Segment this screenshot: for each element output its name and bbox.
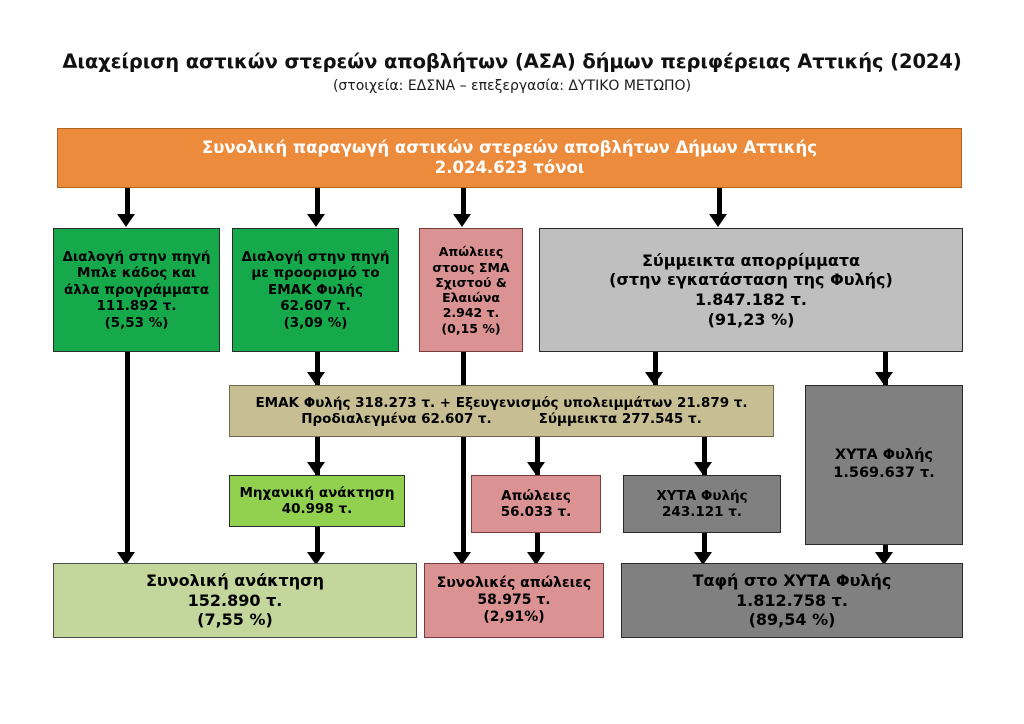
node-total-production[interactable]: Συνολική παραγωγή αστικών στερεών αποβλή…	[57, 128, 962, 188]
node-losses-plant-line-2: 56.033 τ.	[500, 504, 572, 520]
node-losses-sma-line-4: Ελαιώνα	[442, 290, 500, 305]
node-emak-plant[interactable]: ΕΜΑΚ Φυλής 318.273 τ. + Εξευγενισμός υπο…	[229, 385, 774, 437]
arrowhead-source-emak-to-plant	[307, 372, 325, 385]
node-total-landfilled-line-1: Ταφή στο ΧΥΤΑ Φυλής	[692, 571, 892, 591]
connector-orange-to-losses-sma	[461, 188, 466, 218]
node-emak-plant-line-1: ΕΜΑΚ Φυλής 318.273 τ. + Εξευγενισμός υπο…	[255, 394, 748, 411]
arrowhead-orange-to-losses-sma	[453, 214, 471, 227]
node-total-recovery-line-2: 152.890 τ.	[187, 590, 283, 610]
connector-orange-to-source-emak	[315, 188, 320, 218]
node-mixed-waste-line-1: Σύμμεικτα απορρίμματα	[641, 250, 861, 270]
node-source-emak-line-3: ΕΜΑΚ Φυλής	[267, 281, 363, 298]
node-landfill-main[interactable]: ΧΥΤΑ Φυλής 1.569.637 τ.	[805, 385, 963, 545]
arrowhead-losses-plant-to-total-losses	[527, 552, 545, 565]
node-total-production-line-1: Συνολική παραγωγή αστικών στερεών αποβλή…	[201, 137, 818, 157]
node-landfill-main-line-2: 1.569.637 τ.	[833, 465, 935, 481]
connector-orange-to-blue-bin	[125, 188, 130, 218]
node-total-losses-line-3: (2,91%)	[483, 609, 545, 626]
arrowhead-landfill-main-to-total-landfilled	[875, 552, 893, 565]
node-total-landfilled-line-2: 1.812.758 τ.	[736, 590, 848, 610]
connector-mechanical-recovery-to-total-recovery	[315, 527, 320, 558]
arrowhead-mechanical-recovery-to-total-recovery	[307, 552, 325, 565]
arrowhead-orange-to-mixed-waste	[709, 214, 727, 227]
node-losses-plant-line-1: Απώλειες	[501, 487, 571, 504]
node-mixed-waste-line-3: 1.847.182 τ.	[695, 290, 807, 309]
arrowhead-plant-to-mechanical-recovery	[307, 462, 325, 475]
node-landfill-main-line-1: ΧΥΤΑ Φυλής	[834, 447, 934, 464]
node-total-losses[interactable]: Συνολικές απώλειες 58.975 τ. (2,91%)	[424, 563, 604, 638]
node-blue-bin-line-4: 111.892 τ.	[96, 298, 177, 315]
node-landfill-plant-line-1: ΧΥΤΑ Φυλής	[656, 487, 748, 504]
connector-mixed-waste-to-landfill-main	[883, 352, 888, 385]
node-total-recovery-line-3: (7,55 %)	[197, 610, 273, 630]
connector-mixed-waste-to-plant	[653, 352, 658, 385]
node-blue-bin-line-2: Μπλε κάδος και	[76, 265, 197, 282]
connector-losses-plant-to-total-losses	[535, 533, 540, 558]
page-subtitle: (στοιχεία: ΕΔΣΝΑ – επεξεργασία: ΔΥΤΙΚΟ Μ…	[332, 78, 692, 94]
node-mixed-waste[interactable]: Σύμμεικτα απορρίμματα (στην εγκατάσταση …	[539, 228, 963, 352]
node-mixed-waste-line-4: (91,23 %)	[707, 309, 795, 329]
node-mechanical-recovery-line-2: 40.998 τ.	[281, 501, 353, 517]
connector-losses-sma-to-total-losses	[461, 352, 466, 558]
node-losses-plant[interactable]: Απώλειες 56.033 τ.	[471, 475, 601, 533]
node-losses-sma-line-2: στους ΣΜΑ	[432, 259, 510, 275]
node-blue-bin-line-3: άλλα προγράμματα	[63, 281, 210, 298]
arrowhead-blue-bin-to-total-recovery	[117, 552, 135, 565]
node-source-emak-line-2: με προορισμό το	[251, 265, 380, 282]
node-total-landfilled-line-3: (89,54 %)	[748, 610, 836, 630]
arrowhead-losses-sma-to-total-losses	[453, 552, 471, 565]
node-total-recovery-line-1: Συνολική ανάκτηση	[145, 571, 324, 591]
node-blue-bin-line-1: Διαλογή στην πηγή	[62, 248, 211, 265]
connector-plant-to-mechanical-recovery	[315, 437, 320, 475]
node-total-losses-line-2: 58.975 τ.	[477, 591, 551, 608]
node-losses-sma-line-6: (0,15 %)	[441, 320, 501, 336]
node-source-separation-emak[interactable]: Διαλογή στην πηγή με προορισμό το ΕΜΑΚ Φ…	[232, 228, 399, 352]
node-total-landfilled[interactable]: Ταφή στο ΧΥΤΑ Φυλής 1.812.758 τ. (89,54 …	[621, 563, 963, 638]
node-losses-sma[interactable]: Απώλειες στους ΣΜΑ Σχιστού & Ελαιώνα 2.9…	[419, 228, 523, 352]
connector-blue-bin-to-total-recovery	[125, 352, 130, 558]
node-landfill-plant[interactable]: ΧΥΤΑ Φυλής 243.121 τ.	[623, 475, 781, 533]
connector-source-emak-to-plant	[315, 352, 320, 385]
arrowhead-landfill-plant-to-total-landfilled	[694, 552, 712, 565]
connector-plant-to-landfill-plant	[702, 437, 707, 475]
node-source-emak-line-1: Διαλογή στην πηγή	[241, 248, 390, 265]
node-landfill-plant-line-2: 243.121 τ.	[662, 504, 742, 520]
node-total-losses-line-1: Συνολικές απώλειες	[436, 574, 592, 591]
node-mechanical-recovery-line-1: Μηχανική ανάκτηση	[239, 484, 395, 501]
node-blue-bin-line-5: (5,53 %)	[104, 314, 169, 331]
node-source-separation-blue-bin[interactable]: Διαλογή στην πηγή Μπλε κάδος και άλλα πρ…	[53, 228, 220, 352]
connector-landfill-main-to-total-landfilled	[883, 545, 888, 558]
node-source-emak-line-5: (3,09 %)	[283, 314, 348, 331]
connector-plant-to-losses-plant	[535, 437, 540, 475]
arrowhead-mixed-waste-to-landfill-main	[875, 372, 893, 385]
node-losses-sma-line-5: 2.942 τ.	[442, 305, 500, 321]
arrowhead-orange-to-source-emak	[307, 214, 325, 227]
connector-landfill-plant-to-total-landfilled	[702, 533, 707, 558]
node-mixed-waste-line-2: (στην εγκατάσταση της Φυλής)	[609, 270, 893, 290]
arrowhead-plant-to-losses-plant	[527, 462, 545, 475]
node-losses-sma-line-3: Σχιστού &	[435, 274, 507, 290]
node-losses-sma-line-1: Απώλειες	[438, 244, 504, 260]
node-total-recovery[interactable]: Συνολική ανάκτηση 152.890 τ. (7,55 %)	[53, 563, 417, 638]
node-source-emak-line-4: 62.607 τ.	[280, 298, 351, 315]
node-emak-plant-line-2: Προδιαλεγμένα 62.607 τ. Σύμμεικτα 277.54…	[301, 411, 702, 427]
node-mechanical-recovery[interactable]: Μηχανική ανάκτηση 40.998 τ.	[229, 475, 405, 527]
arrowhead-plant-to-landfill-plant	[694, 462, 712, 475]
arrowhead-mixed-waste-to-plant	[645, 372, 663, 385]
page-title: Διαχείριση αστικών στερεών αποβλήτων (ΑΣ…	[62, 50, 962, 73]
arrowhead-orange-to-blue-bin	[117, 214, 135, 227]
node-total-production-line-2: 2.024.623 τόνοι	[434, 158, 585, 177]
connector-orange-to-mixed-waste	[717, 188, 722, 218]
